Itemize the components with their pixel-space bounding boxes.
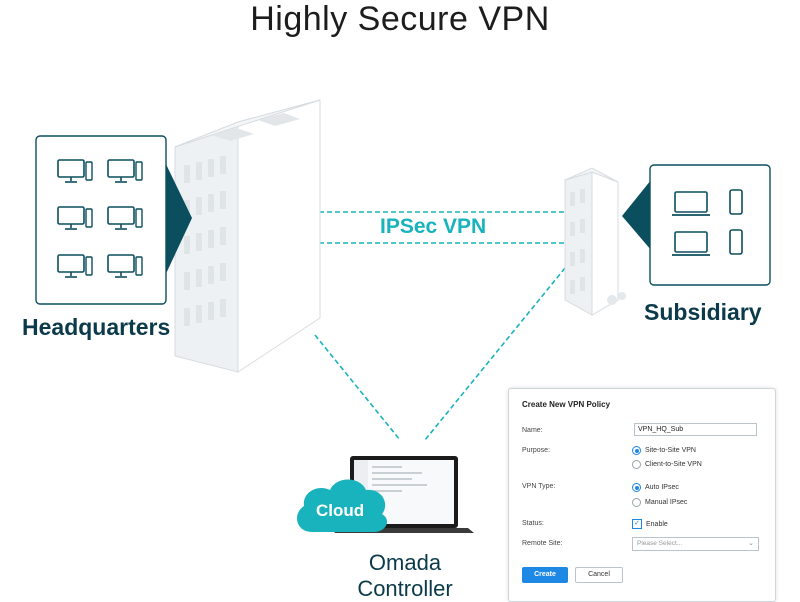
remote-site-placeholder: Please Select... <box>637 540 683 547</box>
headquarters-device-card <box>35 135 192 305</box>
vpn-type-label: VPN Type: <box>522 483 556 490</box>
purpose-option-site-to-site[interactable]: Site-to-Site VPN <box>632 446 696 455</box>
desktop-icon <box>57 206 93 230</box>
desktop-icon <box>57 159 93 183</box>
cloud-icon <box>297 479 388 532</box>
cloud-label: Cloud <box>316 501 365 520</box>
omada-label-line1: Omada <box>368 550 442 575</box>
desktop-icon <box>107 159 143 183</box>
chevron-down-icon: ⌄ <box>748 540 754 547</box>
status-option-label: Enable <box>646 520 668 528</box>
hq-controller-line <box>314 334 401 441</box>
subsidiary-device-card <box>622 164 771 286</box>
headquarters-label: Headquarters <box>22 314 171 340</box>
headquarters-building <box>174 99 321 373</box>
radio-icon[interactable] <box>632 460 641 469</box>
name-label: Name: <box>522 427 543 434</box>
radio-selected-icon[interactable] <box>632 483 641 492</box>
name-input[interactable]: VPN_HQ_Sub <box>634 423 757 436</box>
desktop-icon <box>57 254 93 278</box>
tree-icon <box>607 295 617 305</box>
status-enable-checkbox[interactable]: ✓ Enable <box>632 519 668 529</box>
subsidiary-building <box>564 167 626 316</box>
purpose-option-client-to-site[interactable]: Client-to-Site VPN <box>632 460 702 469</box>
page-title: Highly Secure VPN <box>250 0 550 38</box>
subsidiary-label: Subsidiary <box>644 299 762 325</box>
radio-selected-icon[interactable] <box>632 446 641 455</box>
radio-icon[interactable] <box>632 498 641 507</box>
purpose-label: Purpose: <box>522 447 551 454</box>
remote-site-select[interactable]: Please Select... ⌄ <box>632 537 759 551</box>
checkbox-checked-icon[interactable]: ✓ <box>632 519 642 529</box>
purpose-option-label: Site-to-Site VPN <box>645 447 696 454</box>
vpn-policy-dialog: Create New VPN Policy Name: VPN_HQ_Sub P… <box>508 388 776 602</box>
ipsec-vpn-label: IPSec VPN <box>380 215 487 238</box>
phone-icon <box>729 189 743 215</box>
desktop-icon <box>107 206 143 230</box>
dialog-title: Create New VPN Policy <box>522 400 611 409</box>
desktop-icon <box>107 254 143 278</box>
omada-label-line2: Controller <box>357 576 453 601</box>
remote-site-label: Remote Site: <box>522 540 563 547</box>
cancel-button[interactable]: Cancel <box>575 567 623 583</box>
vpn-type-option-label: Manual IPsec <box>645 499 688 506</box>
purpose-option-label: Client-to-Site VPN <box>645 461 702 468</box>
phone-icon <box>729 229 743 255</box>
laptop-icon <box>672 231 710 256</box>
laptop-icon <box>672 191 710 216</box>
tree-icon <box>618 292 626 300</box>
vpn-connection-lines <box>255 211 590 441</box>
vpn-type-option-auto[interactable]: Auto IPsec <box>632 483 679 492</box>
sub-controller-line <box>424 267 566 441</box>
omada-controller-label: Omada Controller <box>345 550 465 602</box>
vpn-type-option-manual[interactable]: Manual IPsec <box>632 498 687 507</box>
vpn-type-option-label: Auto IPsec <box>645 484 679 491</box>
status-label: Status: <box>522 520 544 527</box>
create-button[interactable]: Create <box>522 567 568 583</box>
